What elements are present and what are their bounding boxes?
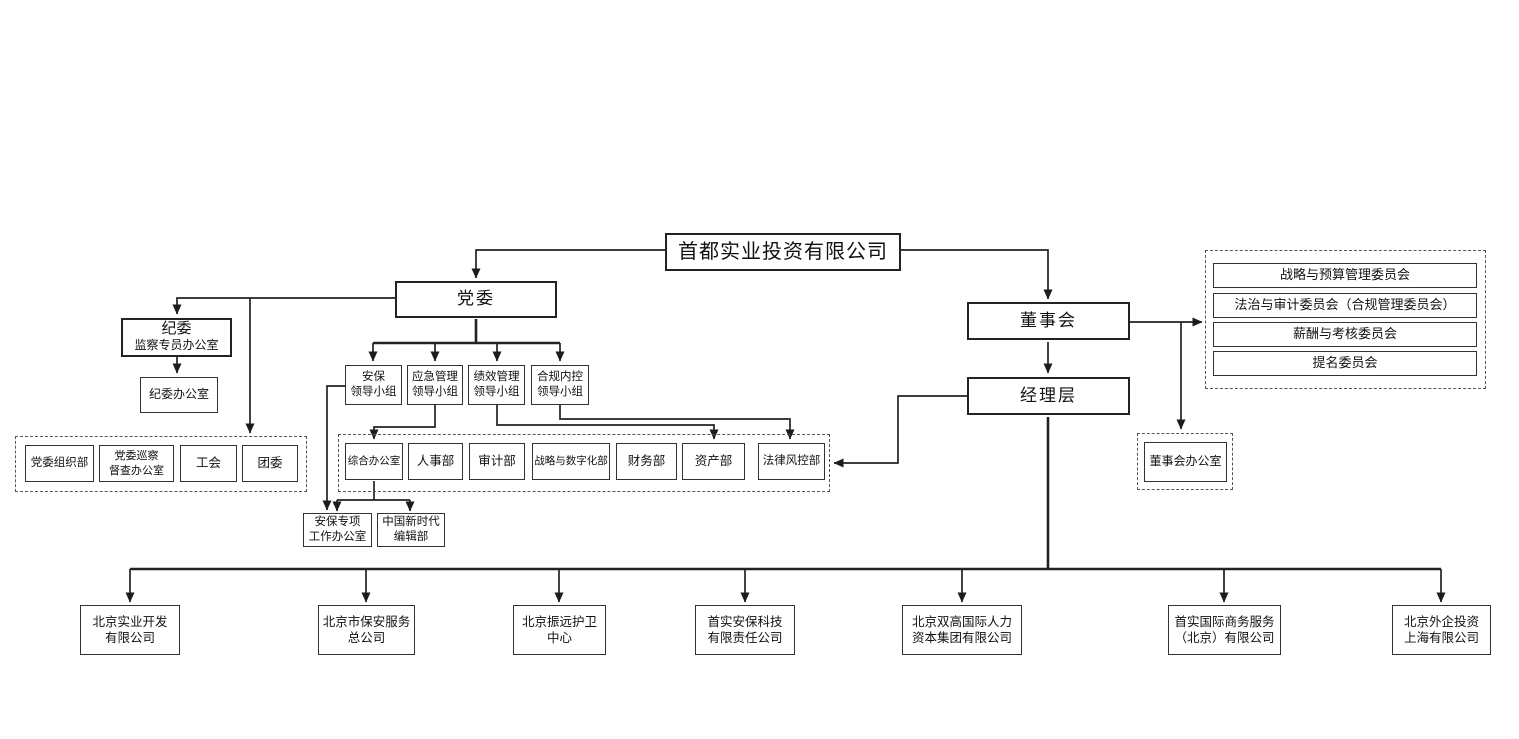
node-leading-group-emergency: 应急管理 领导小组: [407, 365, 463, 405]
discipline-title: 纪委: [161, 319, 192, 337]
node-dept-general-office: 综合办公室: [345, 443, 403, 480]
node-committee-nomination: 提名委员会: [1213, 351, 1477, 376]
node-subsidiary-bj-industrial-dev: 北京实业开发 有限公司: [80, 605, 180, 655]
node-company-root: 首都实业投资有限公司: [665, 233, 901, 271]
node-subsidiary-bj-security-service: 北京市保安服务 总公司: [318, 605, 415, 655]
node-discipline-office: 纪委办公室: [140, 377, 218, 413]
node-new-era-editorial: 中国新时代 编辑部: [377, 513, 445, 547]
node-committee-compensation: 薪酬与考核委员会: [1213, 322, 1477, 347]
node-leading-group-compliance: 合规内控 领导小组: [531, 365, 589, 405]
node-labor-union: 工会: [180, 445, 237, 482]
node-security-special-office: 安保专项 工作办公室: [303, 513, 372, 547]
node-party-committee: 党委: [395, 281, 557, 318]
node-party-inspection-office: 党委巡察 督查办公室: [99, 445, 174, 482]
node-subsidiary-shoushi-intl-business: 首实国际商务服务 （北京）有限公司: [1168, 605, 1281, 655]
node-management: 经理层: [967, 377, 1130, 415]
node-subsidiary-shoushi-security-tech: 首实安保科技 有限责任公司: [695, 605, 795, 655]
node-dept-finance: 财务部: [616, 443, 677, 480]
node-leading-group-security: 安保 领导小组: [345, 365, 402, 405]
discipline-subtitle: 监察专员办公室: [134, 338, 219, 353]
node-subsidiary-bj-foreign-invest-sh: 北京外企投资 上海有限公司: [1392, 605, 1491, 655]
node-committee-strategy-budget: 战略与预算管理委员会: [1213, 263, 1477, 288]
group-departments: [338, 434, 830, 492]
node-committee-law-audit: 法治与审计委员会（合规管理委员会）: [1213, 293, 1477, 318]
node-dept-strategy-digital: 战略与数字化部: [532, 443, 610, 480]
group-board-office: [1137, 433, 1233, 490]
node-discipline-committee: 纪委 监察专员办公室: [121, 318, 232, 357]
node-party-organization-dept: 党委组织部: [25, 445, 94, 482]
node-youth-league: 团委: [242, 445, 298, 482]
node-dept-hr: 人事部: [408, 443, 463, 480]
node-dept-legal-risk: 法律风控部: [758, 443, 825, 480]
node-subsidiary-bj-shuanggao-hr: 北京双高国际人力 资本集团有限公司: [902, 605, 1022, 655]
group-board-committees: [1205, 250, 1486, 389]
node-board: 董事会: [967, 302, 1130, 340]
node-leading-group-performance: 绩效管理 领导小组: [468, 365, 525, 405]
node-dept-audit: 审计部: [469, 443, 525, 480]
group-party-orgs: [15, 436, 307, 492]
node-subsidiary-bj-zhenyuan-guard: 北京振远护卫 中心: [513, 605, 606, 655]
node-board-office: 董事会办公室: [1144, 442, 1227, 482]
node-dept-assets: 资产部: [682, 443, 745, 480]
